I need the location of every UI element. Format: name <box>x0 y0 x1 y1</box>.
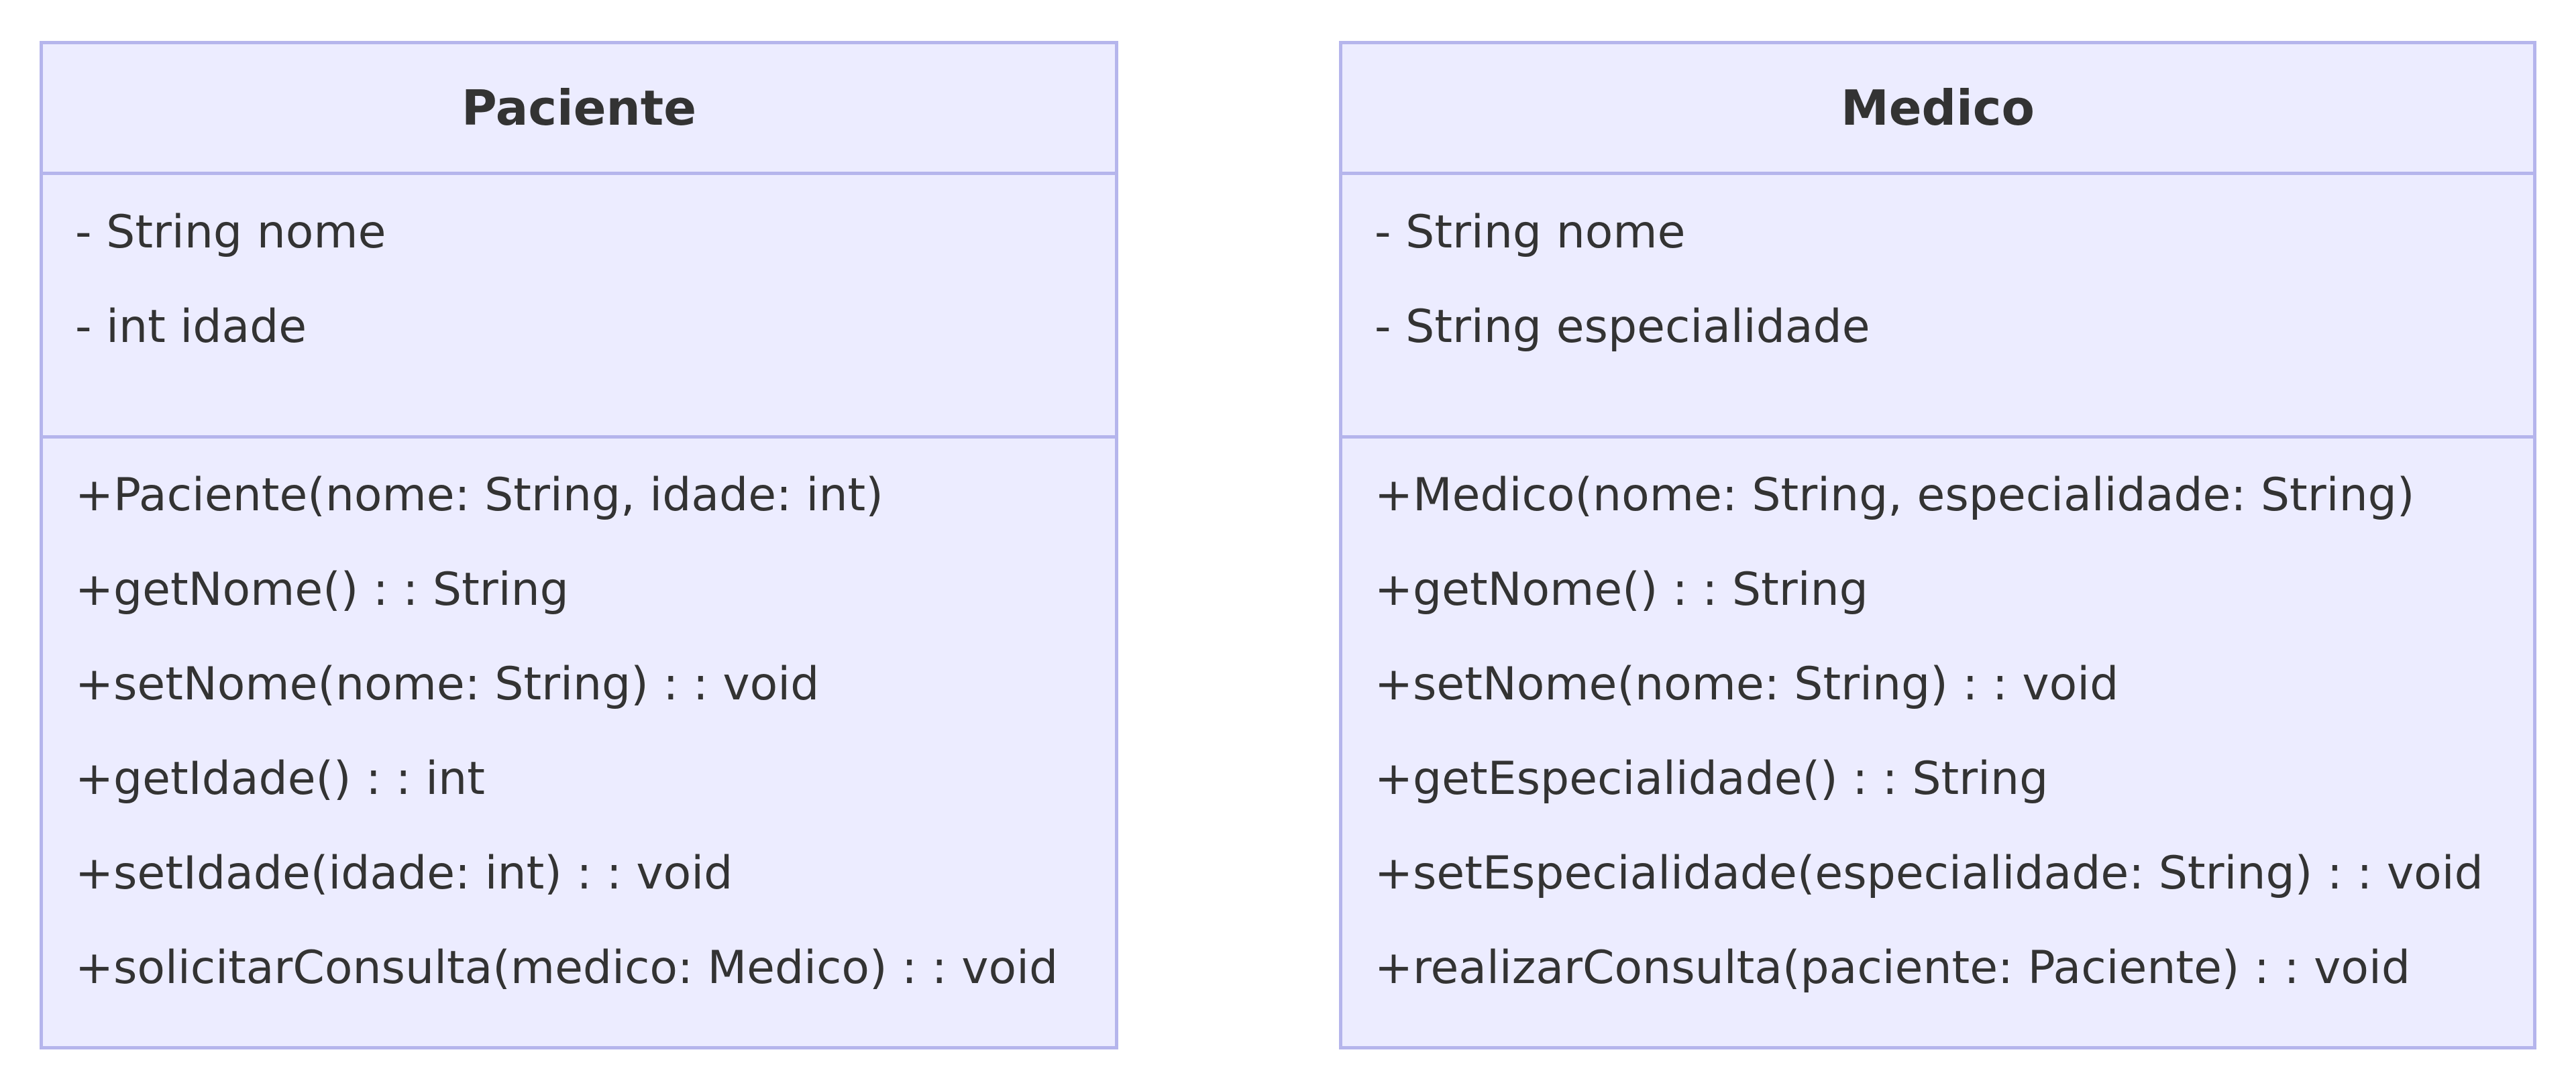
methods-section: +Paciente(nome: String, idade: int) +get… <box>75 448 1102 1015</box>
method: +getEspecialidade() : : String <box>1375 752 2049 805</box>
method: +setEspecialidade(especialidade: String)… <box>1375 847 2483 900</box>
header-divider <box>1342 172 2533 175</box>
attribute: - int idade <box>75 300 307 353</box>
methods-section: +Medico(nome: String, especialidade: Str… <box>1375 448 2520 1015</box>
method: +solicitarConsulta(medico: Medico) : : v… <box>75 941 1059 994</box>
method: +realizarConsulta(paciente: Paciente) : … <box>1375 941 2411 994</box>
class-box-paciente: Paciente - String nome - int idade +Paci… <box>40 41 1118 1049</box>
method: +getNome() : : String <box>75 563 569 616</box>
attributes-divider <box>43 435 1115 439</box>
attribute: - String nome <box>75 206 386 259</box>
class-name-paciente: Paciente <box>461 80 697 136</box>
attribute: - String especialidade <box>1375 300 1870 353</box>
attributes-section: - String nome - int idade <box>75 185 1102 374</box>
header-divider <box>43 172 1115 175</box>
method: +setNome(nome: String) : : void <box>1375 658 2119 711</box>
method: +getNome() : : String <box>1375 563 1868 616</box>
method: +Medico(nome: String, especialidade: Str… <box>1375 469 2415 522</box>
method: +setIdade(idade: int) : : void <box>75 847 733 900</box>
method: +getIdade() : : int <box>75 752 485 805</box>
class-name-medico: Medico <box>1841 80 2035 136</box>
method: +Paciente(nome: String, idade: int) <box>75 469 883 522</box>
attributes-divider <box>1342 435 2533 439</box>
attributes-section: - String nome - String especialidade <box>1375 185 2520 374</box>
attribute: - String nome <box>1375 206 1686 259</box>
class-box-medico: Medico - String nome - String especialid… <box>1339 41 2536 1049</box>
method: +setNome(nome: String) : : void <box>75 658 820 711</box>
